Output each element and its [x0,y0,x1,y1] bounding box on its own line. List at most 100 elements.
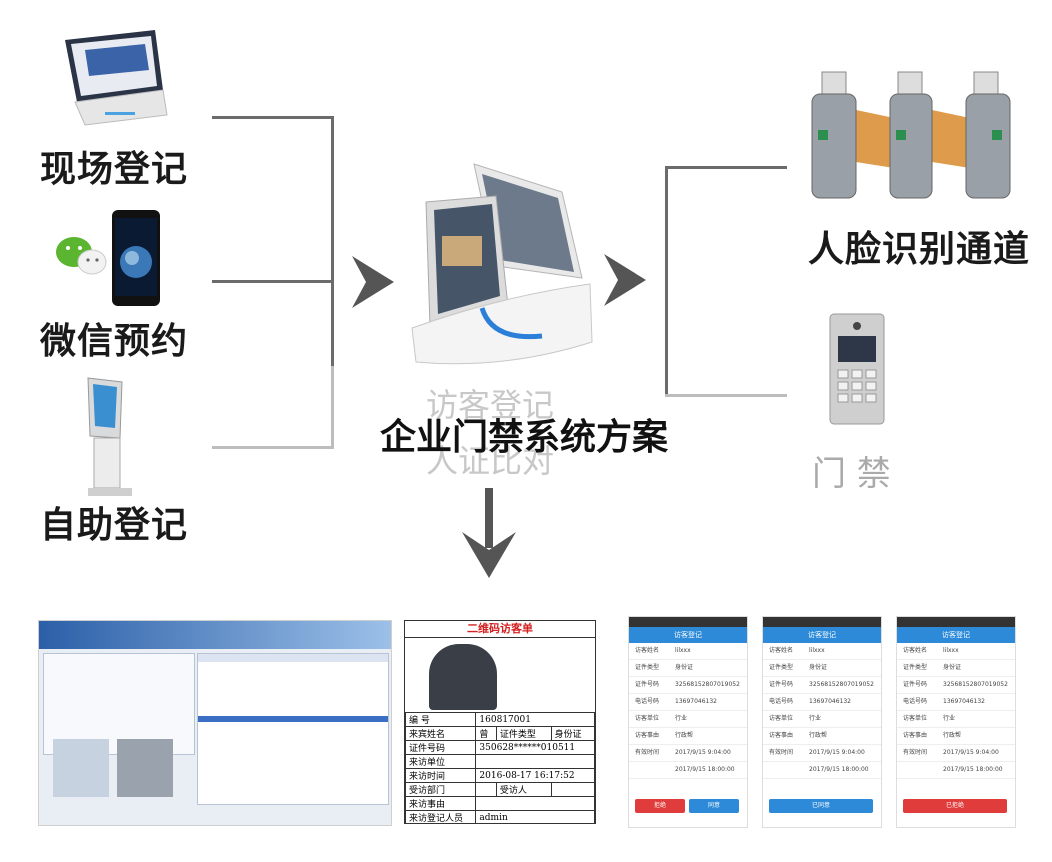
onsite-registration-label: 现场登记 [40,149,189,190]
form-field-label: 来访单位 [405,754,477,769]
phone-field-row: 访客事由行政帮 [763,728,881,745]
kiosk-icon [87,377,132,496]
connector-line-left-vertical [331,116,334,366]
status-button[interactable]: 已同意 [769,799,873,813]
phone-field-value: 身份证 [809,664,828,671]
status-bar [763,617,881,627]
ghost-label-visitor-registration: 访客登记 [426,386,555,424]
phone-field-value: 2017/9/15 9:04:00 [675,749,731,756]
phone-field-row: 访客单位行业 [629,711,747,728]
connector-line-left-vertical-lower [331,366,334,449]
phone-field-label: 有效时间 [769,749,794,756]
phone-field-row: 访客单位 行业 [763,711,881,728]
phone-field-label: 证件类型 [903,664,928,671]
phone-field-value: 2017/9/15 9:04:00 [943,749,999,756]
phone-field-row: 访客姓名 lilxxx [763,643,881,660]
phone-field-label: 访客单位 [635,715,660,722]
phone-field-value: 行业 [809,715,822,722]
phone-field-value: lilxxx [809,647,825,654]
connector-line-right-bottom [665,394,787,397]
form-field-value: 曾 [475,726,497,741]
turnstile-gate-icon [811,71,1011,199]
visitor-terminal-icon [411,163,593,365]
phone-field-row: 2017/9/15 18:00:00 [763,762,881,779]
phone-field-row: 证件类型身份证 [629,660,747,677]
form-row: 来访单位 [405,754,595,769]
form-field-label: 受访部门 [405,782,477,797]
phone-field-label: 访客姓名 [903,647,928,654]
arrow-down-icon [462,532,516,578]
accept-button[interactable]: 同意 [689,799,739,813]
visitor-photo [429,644,497,710]
phone-field-row: 有效时间 2017/9/15 9:04:00 [629,745,747,762]
phone-field-label: 证件类型 [635,664,660,671]
form-field-value [475,754,595,769]
id-photo [53,739,109,797]
desktop-software-screenshot [38,620,392,826]
reject-button[interactable]: 拒绝 [635,799,685,813]
phone-field-label: 访客单位 [903,715,928,722]
form-field-label: 来访事由 [405,796,477,811]
phone-field-value: 行政帮 [675,732,694,739]
phone-field-row: 2017/9/15 18:00:00 [897,762,1015,779]
phone-field-value: 2017/9/15 18:00:00 [809,766,869,773]
phone-field-label: 访客姓名 [769,647,794,654]
phone-field-value: 行政帮 [809,732,828,739]
form-field-label: 来访登记人员 [405,810,477,823]
phone-field-row: 证件类型 身份证 [763,660,881,677]
phone-field-label: 电话号码 [903,698,928,705]
camera-photo [117,739,173,797]
phone-field-label: 证件类型 [769,664,794,671]
phone-field-value: 2017/9/15 9:04:00 [809,749,865,756]
phone-field-row: 2017/9/15 18:00:00 [629,762,747,779]
form-field-value: 身份证 [550,726,595,741]
phone-field-value: lilxxx [675,647,691,654]
phone-field-value: 2017/9/15 18:00:00 [943,766,1003,773]
form-row: 来访事由 [405,796,595,811]
software-banner [39,621,391,649]
form-field-value [475,796,595,811]
phone-field-row: 有效时间 2017/9/15 9:04:00 [763,745,881,762]
form-field-value: 350628******010511 [475,740,595,755]
arrow-down-shaft [485,488,493,548]
status-bar [629,617,747,627]
wechat-appointment-label: 微信预约 [40,321,189,362]
form-row: 受访部门受访人 [405,782,595,797]
form-row: 来宾姓名曾证件类型身份证 [405,726,595,741]
status-button[interactable]: 已拒绝 [903,799,1007,813]
phone-field-value: 32568152807019052 [675,681,740,688]
face-recognition-channel-label: 人脸识别通道 [808,229,1031,270]
form-field-label: 来宾姓名 [405,726,477,741]
form-field-label: 来访时间 [405,768,477,783]
form-title: 二维码访客单 [405,621,595,638]
door-access-panel-icon [829,313,885,425]
phone-field-value: 32568152807019052 [809,681,874,688]
terminal-device-icon [65,30,168,126]
phone-field-label: 有效时间 [635,749,660,756]
phone-field-label: 电话号码 [769,698,794,705]
connector-line-onsite [212,116,334,119]
arrow-right-icon [352,256,394,308]
page-title: 企业门禁系统方案 [380,417,669,458]
door-access-label: 门 禁 [812,454,891,494]
form-field-value [550,782,595,797]
phone-field-row: 访客单位行业 [897,711,1015,728]
phone-header: 访客登记 [629,627,747,643]
wechat-icon [56,237,107,275]
form-field-value: 2016-08-17 16:17:52 [475,768,595,783]
phone-field-value: 2017/9/15 18:00:00 [675,766,735,773]
phone-field-label: 访客单位 [769,715,794,722]
phone-field-value: 身份证 [943,664,962,671]
